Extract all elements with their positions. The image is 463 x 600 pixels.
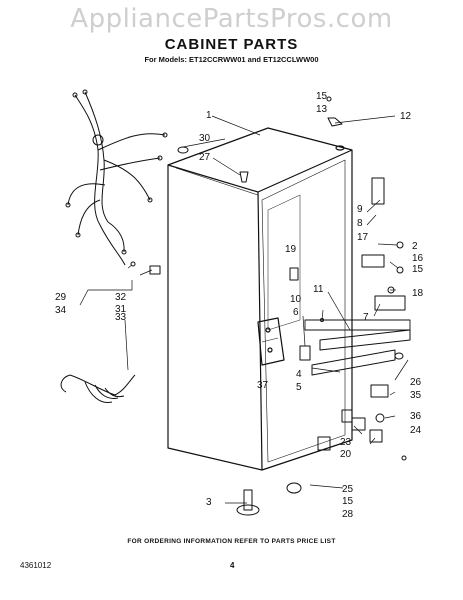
callout-label: 17: [357, 232, 369, 243]
diagram-subtitle: For Models: ET12CCRWW01 and ET12CCLWW00: [144, 55, 319, 64]
callout-label: 10: [290, 294, 302, 305]
callout-label: 29: [55, 292, 67, 303]
callout-label: 16: [412, 253, 424, 264]
callout-label: 24: [410, 425, 422, 436]
callout-label: 12: [400, 111, 412, 122]
leader-lines: [79, 115, 409, 504]
callout-label: 1: [206, 110, 212, 121]
callout-label: 23: [340, 437, 352, 448]
wiring-harness: [65, 89, 168, 266]
callout-label: 7: [363, 312, 369, 323]
callout-label: 18: [412, 288, 424, 299]
callout-label: 30: [199, 133, 211, 144]
callout-labels: 15 13 12 1 30 27 9 8 17 2 16 15 19 18 11…: [55, 91, 424, 520]
mounting-bracket: [257, 317, 285, 366]
watermark: AppliancePartsPros.com: [70, 4, 393, 34]
callout-label: 33: [115, 312, 127, 323]
ordering-info-footer: FOR ORDERING INFORMATION REFER TO PARTS …: [127, 538, 336, 545]
callout-label: 8: [357, 218, 363, 229]
callout-label: 5: [296, 382, 302, 393]
callout-label: 35: [410, 390, 422, 401]
callout-label: 4: [296, 369, 302, 380]
callout-label: 31: [115, 304, 127, 315]
callout-label: 2: [412, 241, 418, 252]
callout-label: 34: [55, 305, 67, 316]
callout-label: 13: [316, 104, 328, 115]
callout-label: 15: [342, 496, 354, 507]
callout-label: 15: [412, 264, 424, 275]
power-cord: [60, 374, 136, 404]
callout-label: 25: [342, 484, 354, 495]
callout-label: 6: [293, 307, 299, 318]
callout-label: 28: [342, 509, 354, 520]
document-part-number: 4361012: [20, 561, 52, 570]
callout-label: 32: [115, 292, 127, 303]
diagram-title: CABINET PARTS: [164, 36, 299, 53]
callout-label: 26: [410, 377, 422, 388]
cabinet-shell: [167, 127, 353, 471]
callout-label: 19: [285, 244, 297, 255]
callout-label: 27: [199, 152, 211, 163]
callout-label: 9: [357, 204, 363, 215]
hardware-parts: [130, 96, 411, 516]
callout-label: 15: [316, 91, 328, 102]
callout-label: 37: [257, 380, 269, 391]
page-number: 4: [230, 561, 235, 570]
callout-label: 11: [313, 284, 324, 295]
callout-label: 3: [206, 497, 212, 508]
callout-label: 20: [340, 449, 352, 460]
callout-label: 36: [410, 411, 422, 422]
